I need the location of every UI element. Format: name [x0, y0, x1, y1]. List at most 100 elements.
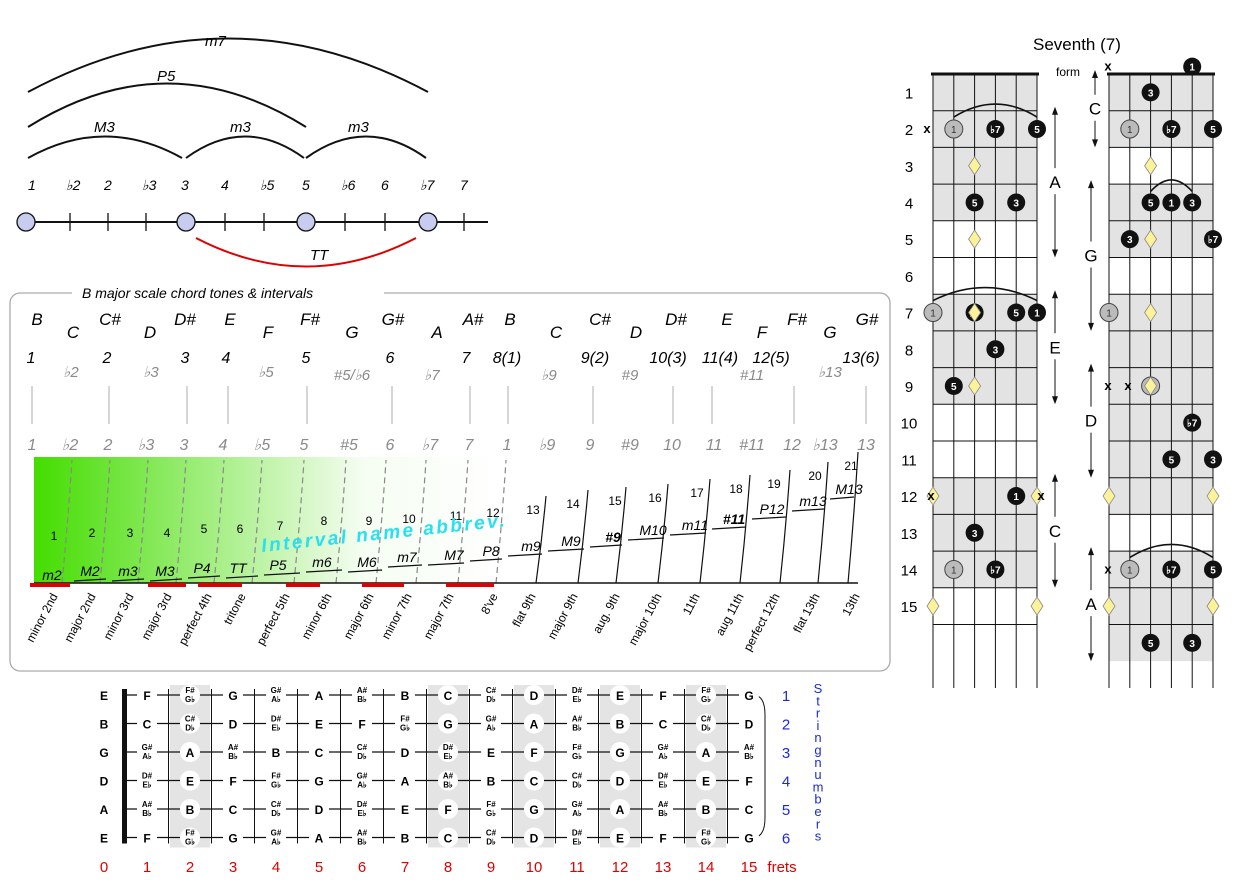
fret-note: E [616, 689, 624, 703]
semitone-count: 3 [127, 526, 134, 540]
root-dot [944, 119, 964, 139]
scale-note: D# [665, 310, 687, 329]
fret-note: A [186, 746, 195, 760]
fret-number: 7 [401, 859, 409, 876]
form-letter: D [1085, 412, 1097, 431]
scale-degree: 3 [181, 350, 190, 367]
diamond-marker [968, 156, 982, 176]
fret-note: F [659, 689, 666, 703]
fret-note-bg [567, 742, 587, 762]
fret-note-bg [438, 742, 458, 762]
fret-note-bg [653, 799, 673, 819]
stair-divider [61, 459, 73, 584]
fret-note: A [530, 718, 539, 732]
fret-note: F [659, 832, 666, 846]
top-degree: 6 [381, 177, 389, 193]
dot-label: 5 [1148, 639, 1154, 650]
fret-note-sharp: C# [357, 743, 368, 752]
label-char: r [816, 816, 821, 831]
fret-note-flat: G♭ [271, 781, 281, 790]
top-node-1 [16, 212, 36, 232]
label-char: n [814, 730, 821, 745]
chart-fret-number: 14 [901, 562, 918, 579]
chart-fret-number: 11 [901, 452, 917, 469]
fret-note-bg [352, 742, 372, 762]
fret-note-flat: A♭ [572, 809, 582, 818]
interval-name: minor 3rd [100, 591, 136, 642]
scale-degree: 6 [386, 350, 395, 367]
fret-note-flat: E♭ [142, 781, 151, 790]
interval-abbrev: P5 [269, 557, 286, 573]
fret-number: 13 [655, 859, 672, 876]
fret-note-bg [352, 770, 372, 791]
dot-label: 1 [1127, 565, 1133, 576]
root-dot [923, 303, 943, 323]
stair-divider [495, 459, 507, 584]
chart-fret-number: 12 [901, 489, 918, 506]
interval-name: perfect 12th [741, 591, 783, 654]
green-gradient-fill [34, 457, 506, 583]
fret-note-bg [266, 713, 286, 734]
interval-abbrev: M2 [80, 563, 100, 579]
arrow-head-up [1052, 290, 1058, 299]
stair-divider [779, 469, 791, 584]
interval-name: minor 6th [299, 591, 335, 642]
dot-label: ♭7 [990, 565, 1001, 576]
semitone-count: 21 [844, 459, 858, 473]
scale-note: E [721, 310, 733, 329]
chart-shade [1109, 294, 1213, 405]
fret-note-sharp: A# [658, 800, 669, 809]
form-letter: C [1089, 100, 1101, 119]
stair-step [305, 569, 343, 573]
fret-note-bg [524, 770, 544, 791]
fret-note-bg [137, 742, 157, 762]
string-number: 6 [782, 831, 790, 848]
fret-note-sharp: A# [228, 743, 239, 752]
top-interval-diagram [26, 37, 488, 268]
semitone-count: 11 [450, 509, 463, 523]
diamond-marker [1144, 156, 1158, 176]
fret-note: D [229, 718, 238, 732]
scale-degree-gray: #9 [622, 367, 639, 384]
stair-step [111, 578, 145, 582]
fifth-dot [1007, 303, 1026, 322]
fret-note-sharp: C# [486, 829, 497, 838]
fret-shade [686, 685, 726, 848]
stair-step [427, 562, 465, 566]
stair-divider [817, 461, 829, 584]
scale-degree: 13(6) [842, 350, 879, 367]
fret-shade [428, 685, 468, 848]
stair-step [829, 496, 855, 500]
seventh-dot [1204, 230, 1222, 249]
fret-note-bg [567, 770, 587, 791]
label-char: g [814, 743, 821, 758]
fret-number: 0 [100, 859, 108, 876]
fret-note-flat: E♭ [357, 809, 366, 818]
fret-note-bg [309, 685, 329, 705]
fret-note-bg [481, 827, 501, 848]
scale-degree-lower: ♭3 [138, 437, 155, 454]
fret-note-sharp: F# [271, 772, 281, 781]
form-letter: A [1049, 173, 1061, 192]
fret-note-flat: D♭ [486, 838, 496, 847]
fret-note-flat: B♭ [142, 809, 152, 818]
seventh-dot [986, 560, 1005, 579]
fret-note: C [444, 832, 453, 846]
fret-note-sharp: G# [271, 686, 282, 695]
stair-step [751, 516, 787, 520]
scale-note: F# [300, 310, 320, 329]
fret-note-bg [309, 713, 329, 734]
fret-note-bg [610, 827, 630, 848]
seventh-dot [1183, 413, 1202, 432]
fret-note-bg [524, 685, 544, 705]
arrow-head-up [1088, 180, 1094, 189]
scale-degree-gray: ♭2 [63, 364, 79, 381]
fret-note-bg [309, 799, 329, 819]
interval-abbrev: M6 [357, 554, 377, 570]
string-bracket [752, 694, 766, 838]
scale-degree-lower: 9 [586, 437, 595, 454]
fret-note: A [616, 803, 625, 817]
fret-note-flat: B♭ [228, 752, 238, 761]
fret-note-sharp: D# [443, 743, 454, 752]
